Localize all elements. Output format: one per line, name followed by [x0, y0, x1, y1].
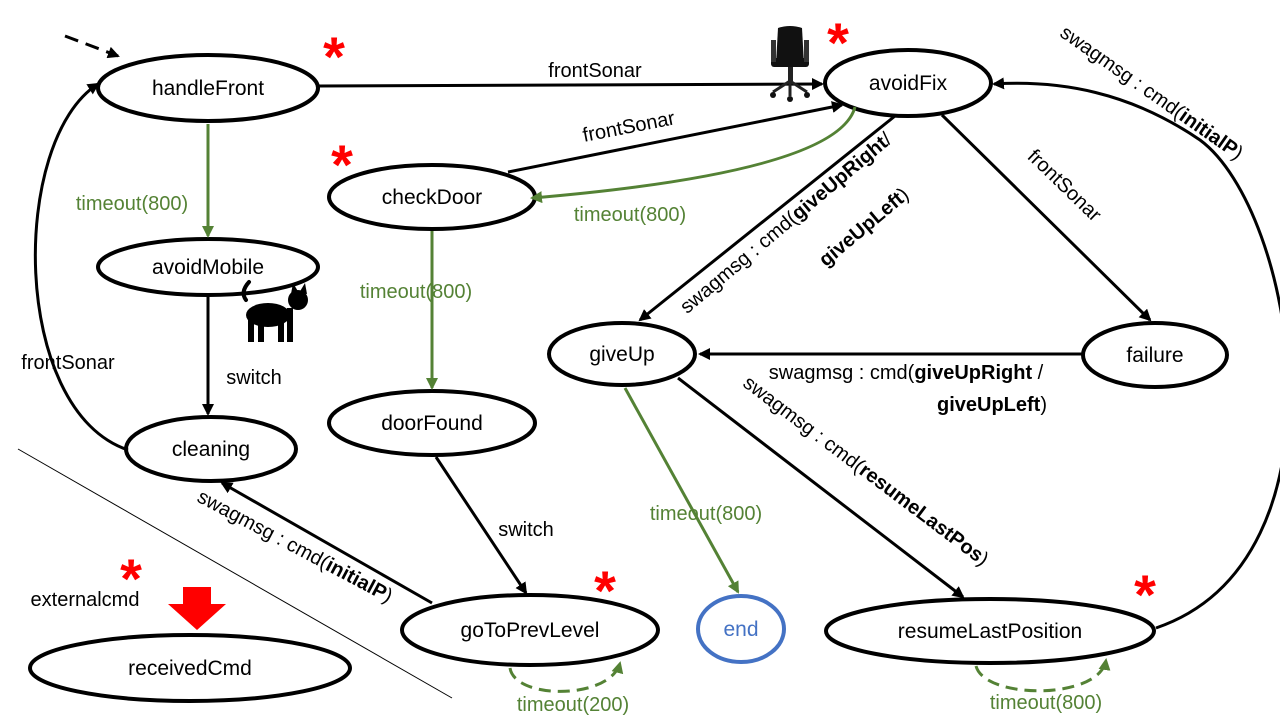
edge-avoidFix-giveUp — [638, 114, 896, 322]
label-timeout-resumeLastPosition-loop: timeout(800) — [990, 692, 1102, 714]
state-label-doorFound: doorFound — [381, 412, 483, 435]
state-label-cleaning: cleaning — [172, 438, 250, 461]
label-initialP-resume-prefix: swagmsg : cmd( — [1056, 22, 1188, 124]
state-label-checkDoor: checkDoor — [382, 186, 482, 209]
state-giveUp: giveUp — [547, 321, 697, 387]
label-resumeLastPos-bold: resumeLastPos — [855, 459, 987, 566]
label-timeout-handleFront-avoidMobile: timeout(800) — [76, 193, 188, 215]
cat-icon — [241, 280, 308, 342]
state-end: end — [696, 594, 786, 664]
external-command-arrow — [168, 587, 226, 630]
edge-resumeLastPosition-avoidFix — [992, 77, 1280, 630]
marker-star-receivedCmd: * — [120, 547, 142, 610]
edge-goToPrevLevel-cleaning — [220, 481, 433, 605]
marker-star-resumeLastPosition: * — [1134, 563, 1156, 626]
state-label-end: end — [723, 618, 758, 641]
label-switch-doorFound-goToPrevLevel: switch — [498, 519, 554, 541]
label-frontSonar-top: frontSonar — [548, 60, 642, 82]
label-giveUp-failure-bold1: giveUpRight — [914, 362, 1032, 384]
edge-giveUp-resumeLastPosition — [677, 376, 965, 599]
state-avoidFix: avoidFix — [823, 48, 993, 118]
edge-avoidFix-failure — [940, 113, 1152, 322]
label-switch-avoidMobile-cleaning: switch — [226, 367, 282, 389]
state-label-receivedCmd: receivedCmd — [128, 657, 252, 680]
marker-star-handleFront: * — [323, 25, 345, 88]
label-giveUp-failure-bold2: giveUpLeft — [937, 394, 1041, 416]
state-resumeLastPosition: resumeLastPosition — [824, 597, 1156, 665]
state-goToPrevLevel: goToPrevLevel — [400, 593, 660, 667]
label-giveUp-failure-slash: / — [1032, 362, 1044, 384]
state-doorFound: doorFound — [327, 389, 537, 457]
state-label-failure: failure — [1126, 344, 1183, 367]
label-resumeLastPos-prefix: swagmsg : cmd( — [739, 372, 869, 477]
label-frontSonar-cleaning-handleFront: frontSonar — [21, 352, 115, 374]
state-failure: failure — [1081, 321, 1229, 389]
label-initialP-goToPrevLevel-cleaning: swagmsg : cmd(initialP) — [193, 486, 396, 608]
label-giveUp-avoidFix-prefix: swagmsg : cmd( — [676, 208, 802, 319]
self-loop-resumeLastPosition — [974, 658, 1111, 693]
edge-handleFront-avoidFix — [317, 78, 824, 91]
label-timeout-checkDoor-doorFound: timeout(800) — [360, 281, 472, 303]
state-avoidMobile: avoidMobile — [96, 237, 320, 297]
edge-checkDoor-avoidFix — [507, 101, 844, 174]
state-label-resumeLastPosition: resumeLastPosition — [898, 620, 1082, 643]
label-timeout-avoidFix-checkDoor: timeout(800) — [574, 204, 686, 226]
label-initialP-gtpl-prefix: swagmsg : cmd( — [193, 486, 332, 574]
label-initialP-gtpl-bold: initialP — [322, 554, 390, 604]
label-giveUp-failure-prefix: swagmsg : cmd( — [769, 362, 915, 384]
state-checkDoor: checkDoor — [327, 163, 537, 231]
label-giveUp-failure-line2: giveUpLeft) — [937, 394, 1047, 416]
edge-doorFound-goToPrevLevel — [434, 456, 528, 595]
separator-line — [17, 448, 453, 699]
state-label-giveUp: giveUp — [589, 343, 654, 366]
initial-arrow — [64, 34, 120, 59]
state-cleaning: cleaning — [124, 415, 298, 483]
state-label-handleFront: handleFront — [152, 77, 264, 100]
edge-cleaning-handleFront — [33, 82, 129, 452]
marker-star-checkDoor: * — [331, 133, 353, 196]
label-frontSonar-avoidFix-failure: frontSonar — [1023, 145, 1106, 226]
state-label-goToPrevLevel: goToPrevLevel — [461, 619, 600, 642]
edge-avoidFix-checkDoor — [530, 106, 857, 204]
state-label-avoidMobile: avoidMobile — [152, 256, 264, 279]
state-label-avoidFix: avoidFix — [869, 72, 948, 95]
marker-star-goToPrevLevel: * — [594, 559, 616, 622]
edge-giveUp-end — [623, 387, 740, 594]
label-giveUp-failure-line1: swagmsg : cmd(giveUpRight / — [769, 362, 1044, 384]
label-timeout-goToPrevLevel-loop: timeout(200) — [517, 694, 629, 716]
state-receivedCmd: receivedCmd — [28, 633, 352, 703]
office-chair-icon — [770, 26, 810, 102]
label-initialP-resume-avoidFix: swagmsg : cmd(initialP) — [1056, 22, 1247, 165]
label-initialP-resume-bold: initialP — [1175, 105, 1241, 161]
label-externalcmd: externalcmd — [31, 589, 140, 611]
label-giveUp-failure-close: ) — [1040, 394, 1047, 416]
label-timeout-giveUp-end: timeout(800) — [650, 503, 762, 525]
state-handleFront: handleFront — [96, 53, 320, 123]
self-loop-goToPrevLevel — [508, 661, 624, 693]
marker-star-avoidFix: * — [827, 11, 849, 74]
